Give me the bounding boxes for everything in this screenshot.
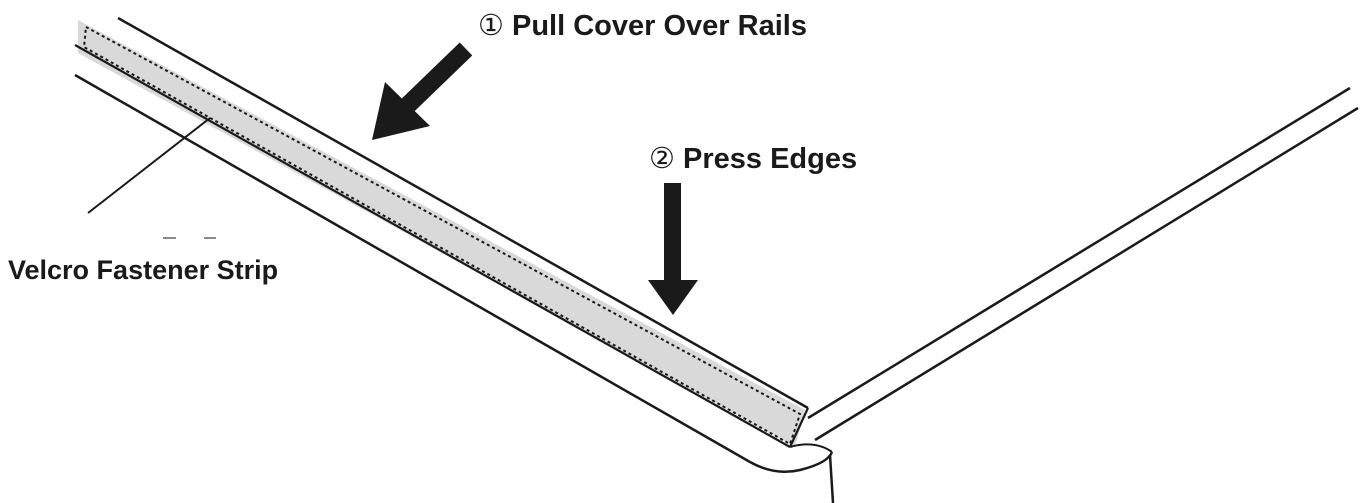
- arrow-down-icon: [648, 183, 698, 315]
- right-rail: [807, 86, 1359, 442]
- velcro-leader-line: [87, 117, 211, 214]
- step-1-text: Pull Cover Over Rails: [512, 10, 807, 42]
- velcro-stitching: [82, 25, 802, 446]
- left-rail: [74, 16, 835, 503]
- velcro-strip-label: Velcro Fastener Strip: [8, 255, 279, 285]
- step-2-text: Press Edges: [683, 143, 858, 175]
- step-2-number: ②: [649, 141, 675, 175]
- arrow-down-left-icon: [372, 42, 473, 140]
- step-1-number: ①: [478, 8, 504, 42]
- velcro-strip: [78, 20, 805, 447]
